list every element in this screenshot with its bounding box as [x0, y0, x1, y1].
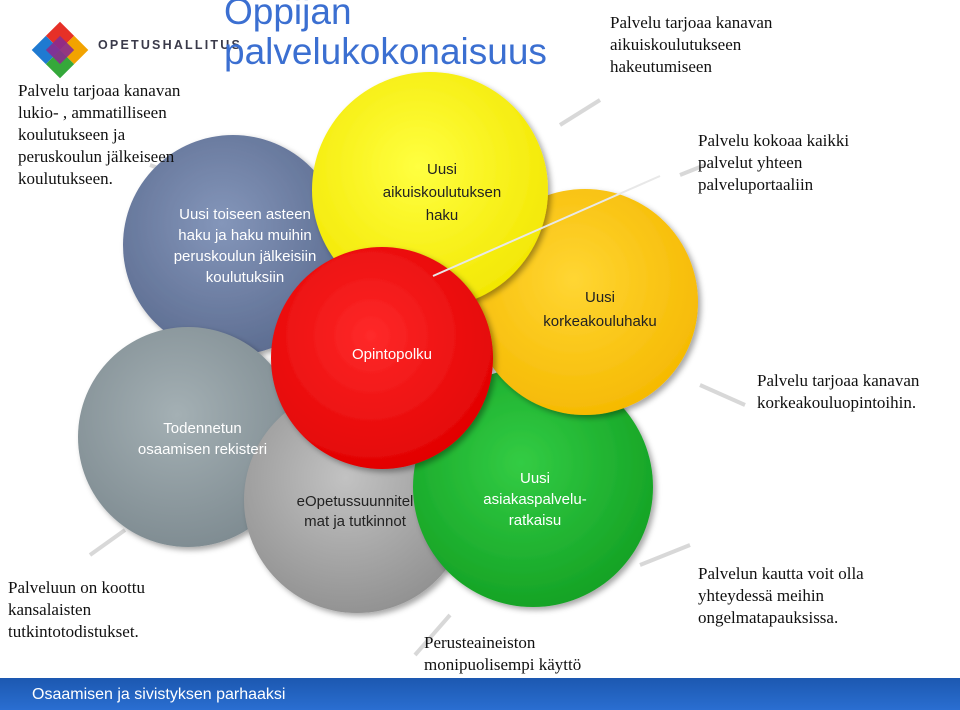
circle-aikuis-label: Uusi aikuiskoulutuksen haku	[342, 158, 542, 227]
connector-line	[639, 543, 691, 567]
label-line: ratkaisu	[508, 512, 562, 529]
label-line: mat ja tutkinnot	[304, 513, 406, 530]
label-line: Uusi toiseen asteen	[179, 206, 311, 223]
label-line: haku	[425, 207, 459, 224]
note-bottom-right: Palvelun kautta voit olla yhteydessä mei…	[698, 564, 864, 627]
label-line: korkeakouluhaku	[543, 313, 657, 330]
connector-line	[88, 528, 127, 557]
label-line: osaamisen rekisteri	[137, 441, 268, 458]
circle-osaaminen[interactable]	[78, 327, 298, 547]
circle-opintopolku-label: Opintopolku	[351, 346, 433, 363]
label-line: eOpetussuunnitel	[296, 493, 414, 510]
label-line: Uusi	[519, 470, 550, 487]
label-line: Todennetun	[163, 420, 242, 437]
note-bottom-left: Palveluun on koottu kansalaisten tutkint…	[8, 578, 145, 641]
label-line: Uusi	[584, 289, 615, 306]
logo-wordmark: OPETUSHALLITUS	[98, 38, 242, 52]
circle-osaaminen-label: Todennetun osaamisen rekisteri	[120, 418, 285, 460]
note-top-left: Palvelu tarjoaa kanavan lukio- , ammatil…	[18, 81, 181, 188]
connector-line	[413, 613, 452, 657]
page-title: Oppijan palvelukokonaisuus	[224, 0, 547, 72]
circle-eopetus-label: eOpetussuunnitel mat ja tutkinnot	[270, 492, 440, 532]
circle-toinen-aste-label: Uusi toiseen asteen haku ja haku muihin …	[150, 204, 340, 288]
label-line: asiakaspalvelu-	[483, 491, 587, 508]
connector-line	[679, 163, 706, 177]
circle-asiakas[interactable]	[413, 367, 653, 607]
note-right-2: Palvelu tarjoaa kanavan korkeakouluopint…	[757, 371, 920, 412]
label-line: Uusi	[426, 161, 457, 178]
footer-text: Osaamisen ja sivistyksen parhaaksi	[32, 686, 286, 703]
note-right-1: Palvelu kokoaa kaikki palvelut yhteen pa…	[698, 131, 850, 194]
circle-opintopolku[interactable]	[271, 247, 493, 469]
circle-asiakas-label: Uusi asiakaspalvelu- ratkaisu	[455, 468, 615, 531]
circle-korkea-label: Uusi korkeakouluhaku	[500, 286, 700, 334]
pointer-line	[432, 175, 661, 277]
note-top-right: Palvelu tarjoaa kanavan aikuiskoulutukse…	[610, 13, 773, 76]
connector-line	[558, 98, 602, 127]
label-line: koulutuksiin	[205, 269, 285, 286]
footer-bar	[0, 678, 960, 710]
label-line: haku ja haku muihin	[178, 227, 312, 244]
label-line: peruskoulun jälkeisiin	[173, 248, 317, 265]
diamond-logo-icon	[31, 21, 89, 79]
label-line: aikuiskoulutuksen	[382, 184, 502, 201]
connector-line	[699, 383, 746, 407]
